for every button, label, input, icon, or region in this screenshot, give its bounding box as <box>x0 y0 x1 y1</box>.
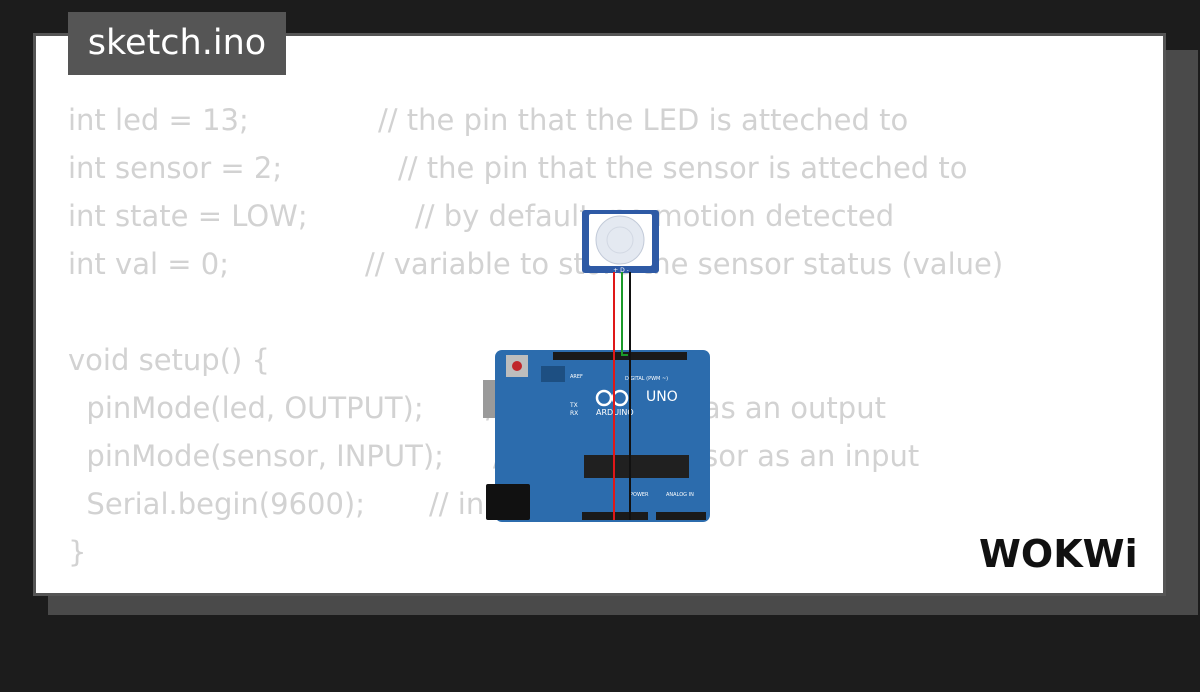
code-text: int sensor = 2; <box>68 151 283 185</box>
code-line: int led = 13; // the pin that the LED is… <box>68 100 908 140</box>
analog-label: ANALOG IN <box>666 492 694 498</box>
digital-label: DIGITAL (PWM ~) <box>625 376 668 382</box>
code-line: int state = LOW; // by default, no motio… <box>68 196 894 236</box>
code-text: void setup() { <box>68 343 270 377</box>
tx-label: TX <box>569 402 578 409</box>
digital-header <box>553 352 687 360</box>
wires <box>613 272 631 520</box>
power-label: POWER <box>630 492 649 498</box>
code-text: pinMode(sensor, INPUT); <box>68 439 444 473</box>
model-label: UNO <box>646 389 678 405</box>
circuit-diagram[interactable]: + D - DIGITAL (PWM ~) AREF TX RX ARDUINO… <box>480 210 715 530</box>
analog-header <box>656 512 706 520</box>
code-comment: // by default, no motion detected <box>415 199 895 233</box>
code-line: void setup() { <box>68 340 270 380</box>
wokwi-logo: WOKWi <box>979 532 1138 576</box>
code-text: int led = 13; <box>68 103 249 137</box>
board-pcb <box>495 350 710 522</box>
signal-wire <box>621 272 628 356</box>
code-comment: // the pin that the LED is atteched to <box>378 103 909 137</box>
rx-label: RX <box>570 410 578 417</box>
code-line: pinMode(led, OUTPUT); // initalize LED a… <box>68 388 886 428</box>
pir-dome <box>595 215 645 265</box>
code-text: Serial.begin(9600); <box>68 487 366 521</box>
code-line: Serial.begin(9600); // initialize serial <box>68 484 666 524</box>
microcontroller-chip <box>584 455 689 478</box>
code-line: int val = 0; // variable to store the se… <box>68 244 1003 284</box>
code-line: } <box>68 532 105 572</box>
code-text: int val = 0; <box>68 247 229 281</box>
pir-dome-ring <box>606 226 634 254</box>
code-line <box>68 292 105 332</box>
reset-button[interactable] <box>512 361 522 371</box>
code-line: pinMode(sensor, INPUT); // initialize se… <box>68 436 919 476</box>
code-comment: // the pin that the sensor is atteched t… <box>398 151 968 185</box>
code-line: int sensor = 2; // the pin that the sens… <box>68 148 968 188</box>
aref-label: AREF <box>570 374 583 380</box>
code-text: int state = LOW; <box>68 199 308 233</box>
icsp-header <box>541 366 565 382</box>
code-text: pinMode(led, OUTPUT); <box>68 391 424 425</box>
code-text: } <box>68 535 87 569</box>
code-comment: // variable to store the sensor status (… <box>365 247 1004 281</box>
power-jack <box>486 484 530 520</box>
arduino-uno-board[interactable]: DIGITAL (PWM ~) AREF TX RX ARDUINO UNO O… <box>483 350 715 522</box>
file-tab[interactable]: sketch.ino <box>68 12 286 75</box>
wokwi-logo-text: WOKWi <box>979 532 1138 576</box>
pir-pin-labels: + D - <box>613 267 629 274</box>
pir-sensor[interactable]: + D - <box>582 210 659 274</box>
